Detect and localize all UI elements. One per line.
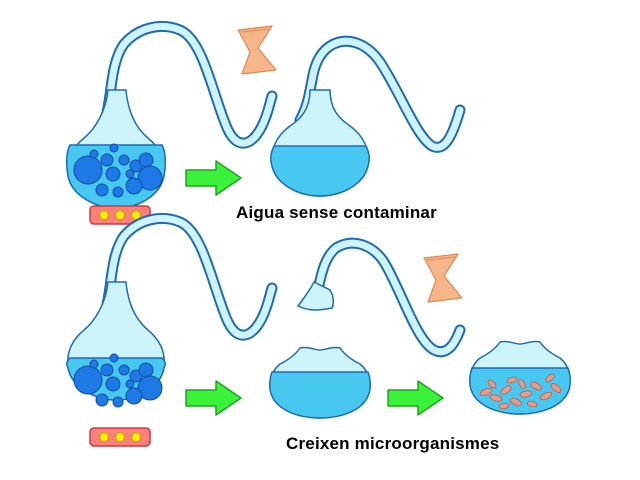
microorganisms — [479, 373, 562, 410]
flask-boiling-bottom — [65, 213, 278, 408]
flask-sterile-top — [269, 35, 466, 197]
broken-neck — [296, 237, 466, 358]
hourglass-top — [237, 25, 277, 75]
flask-boiling-top — [65, 21, 278, 209]
heater-bottom — [89, 427, 151, 447]
caption-uncontaminated-water: Aigua sense contaminar — [236, 203, 437, 222]
flask-contaminated-bottom — [469, 340, 571, 415]
hourglass-bottom — [423, 253, 463, 303]
caption-microorganisms-grow: Creixen microorganismes — [286, 434, 500, 453]
arrow-top — [185, 160, 242, 196]
arrow-bottom-left — [185, 380, 242, 416]
arrow-bottom-right — [387, 380, 444, 416]
flask-open-bottom — [269, 346, 371, 419]
